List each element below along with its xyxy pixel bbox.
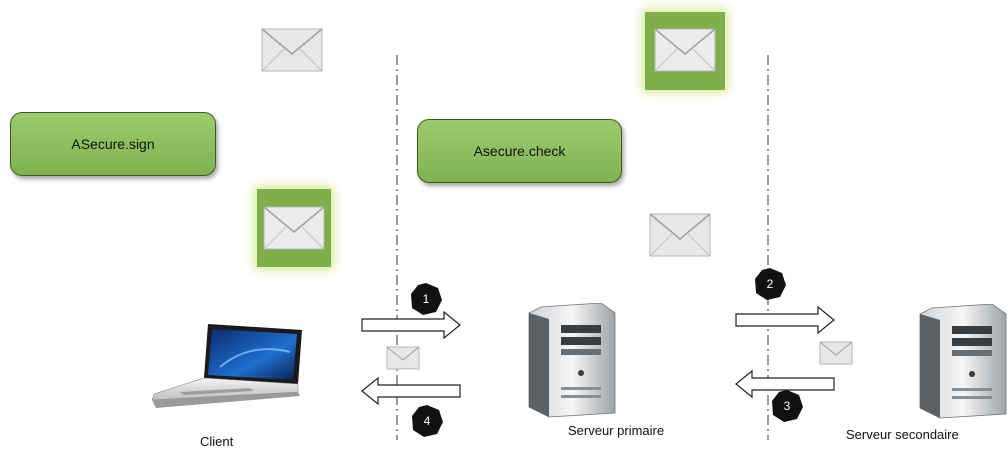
step-badge-3: 3 [770,389,804,423]
arrow-left-icon [361,376,461,406]
step-badge-1: 1 [409,282,443,316]
server-secondary-label: Serveur secondaire [846,427,959,442]
arrow-left-icon [735,369,835,399]
step-badge-2: 2 [753,267,787,301]
envelope-signed-client [257,189,331,267]
server-primary-label: Serveur primaire [568,423,665,438]
step-number: 3 [783,399,791,413]
envelope-signed-top [645,12,725,90]
step-number: 1 [422,292,430,306]
arrow-right-icon [361,310,461,340]
arrow-right-icon [735,305,835,335]
asecure-check-label: Asecure.check [473,143,566,159]
asecure-check-box: Asecure.check [417,119,622,183]
envelope-icon [654,28,716,72]
step-badge-4: 4 [410,404,444,438]
laptop-icon [151,324,302,408]
step-number: 4 [423,414,431,428]
envelope-icon [261,28,323,72]
envelope-icon [649,213,711,257]
server-secondary-icon [919,304,1007,419]
envelope-icon [263,206,325,250]
step-number: 2 [766,277,774,291]
server-primary-icon [528,303,616,418]
asecure-sign-box: ASecure.sign [10,112,216,176]
asecure-sign-label: ASecure.sign [71,136,155,152]
envelope-icon [386,346,420,370]
envelope-icon [819,341,853,365]
client-label: Client [200,434,234,449]
